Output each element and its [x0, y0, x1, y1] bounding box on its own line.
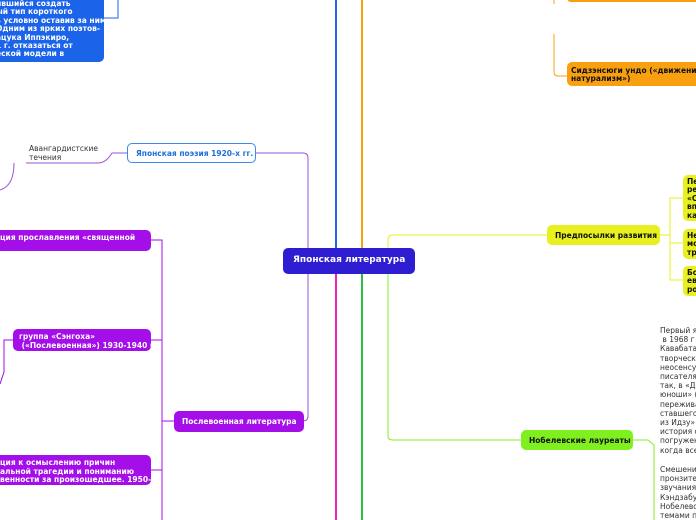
sacred-war-node[interactable]: ция прославления «священной [0, 230, 151, 251]
shizen-undo-node[interactable]: Сидзэнсюги ундо («движение за натурализм… [567, 62, 696, 86]
blue-note-box[interactable]: ившийся создать ый тип короткого ь услов… [0, 0, 104, 62]
blue-note-text: ившийся создать ый тип короткого ь услов… [0, 0, 104, 59]
central-topic-label: Японская литература [293, 255, 406, 265]
reflection-label: ция к осмыслению причин альной трагедии … [0, 458, 151, 485]
nobel-text-1: Первый я в 1968 г Кавабата творческ неос… [660, 326, 696, 455]
blue-top-connector [104, 0, 119, 19]
orange-top-box[interactable] [567, 0, 696, 2]
postwar-node[interactable]: Послевоенная литература [174, 411, 304, 432]
prereq-child-1[interactable]: Пе ре «С вп ка [683, 175, 696, 221]
nobel-laureates-label: Нобелевские лауреаты [529, 436, 631, 445]
avantgarde-connector [26, 152, 128, 164]
orange-shizen-connector [553, 34, 568, 77]
prereq-child-2[interactable]: Не мо тра [683, 229, 696, 259]
nobel-text-2: Смешени пронзите звучания Кэндзабу Нобел… [660, 465, 696, 520]
avantgarde-label[interactable]: Авангардистские течения [29, 144, 99, 163]
prerequisites-label: Предпосылки развития [555, 231, 658, 240]
poetry-connector [256, 152, 309, 252]
sengoha-node[interactable]: группа «Сэнгоха» («Послевоенная») 1930-1… [13, 329, 151, 351]
poetry-1920-label: Японская поэзия 1920-х гг. [136, 149, 254, 158]
prereq-children-connector [660, 197, 683, 281]
sacred-war-label: ция прославления «священной [0, 233, 136, 242]
prerequisites-node[interactable]: Предпосылки развития [547, 225, 660, 245]
reflection-node[interactable]: ция к осмыслению причин альной трагедии … [0, 455, 151, 485]
nobel-connector [387, 262, 521, 441]
poetry-1920-node[interactable]: Японская поэзия 1920-х гг. [127, 143, 256, 163]
postwar-label: Послевоенная литература [182, 417, 297, 426]
reflection-connector [151, 421, 163, 471]
prereq-child-2-label: Не мо тра [687, 231, 696, 257]
sengoha-label: группа «Сэнгоха» («Послевоенная») 1930-1… [19, 332, 151, 350]
sengoha-left-connector [0, 339, 14, 385]
postwar-connector [302, 274, 309, 422]
shizen-undo-label: Сидзэнсюги ундо («движение за натурализм… [571, 66, 696, 84]
prereq-connector [387, 234, 547, 262]
prereq-child-3[interactable]: Бо ев ро [683, 266, 696, 296]
nobel-children-connector [633, 439, 655, 520]
postwar-trunk [151, 239, 174, 422]
prereq-child-3-label: Бо ев ро [687, 268, 696, 294]
central-topic-node[interactable]: Японская литература [283, 248, 415, 274]
prereq-child-1-label: Пе ре «С вп ка [687, 177, 696, 220]
avantgarde-down-connector [0, 162, 15, 191]
nobel-laureates-node[interactable]: Нобелевские лауреаты [521, 430, 633, 450]
